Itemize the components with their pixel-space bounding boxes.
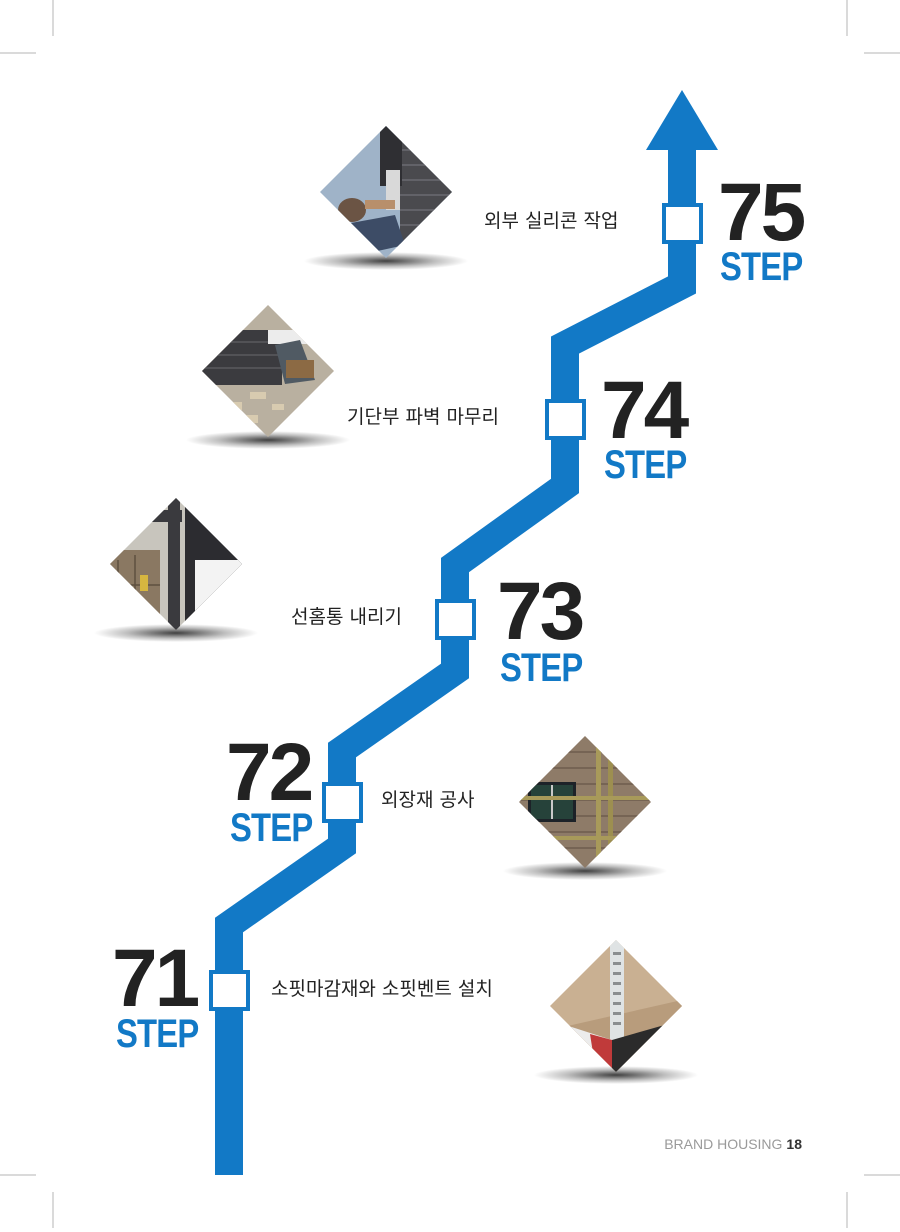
step-label-73: STEP bbox=[500, 646, 583, 690]
step-number-71: 71 bbox=[112, 933, 200, 1024]
step-number-72: 72 bbox=[226, 727, 314, 818]
soffit-vent-photo bbox=[550, 940, 682, 1072]
step-marker-71 bbox=[209, 970, 250, 1011]
arrow-head bbox=[646, 90, 718, 150]
step-label-71: STEP bbox=[116, 1012, 199, 1056]
step-label-74: STEP bbox=[604, 443, 687, 487]
step-label-75: STEP bbox=[720, 245, 803, 289]
step-caption-75: 외부 실리콘 작업 bbox=[484, 210, 619, 232]
silicone-work-photo bbox=[320, 126, 452, 258]
step-number-74: 74 bbox=[601, 365, 689, 456]
step-number-75: 75 bbox=[718, 167, 806, 258]
step-label-72: STEP bbox=[230, 806, 313, 850]
step-number-73: 73 bbox=[497, 566, 585, 657]
downspout-photo bbox=[110, 498, 242, 630]
step-marker-75 bbox=[662, 203, 703, 244]
step-caption-72: 외장재 공사 bbox=[381, 789, 475, 811]
page-number: 18 bbox=[786, 1136, 802, 1152]
step-marker-74 bbox=[545, 399, 586, 440]
step-marker-72 bbox=[322, 782, 363, 823]
footer-brand: BRAND HOUSING bbox=[664, 1136, 783, 1152]
step-caption-71: 소핏마감재와 소핏벤트 설치 bbox=[271, 978, 493, 1000]
step-caption-74: 기단부 파벽 마무리 bbox=[347, 406, 499, 428]
brick-scaffold-photo bbox=[519, 736, 651, 868]
base-brick-photo bbox=[202, 305, 334, 437]
step-marker-73 bbox=[435, 599, 476, 640]
photo-shadows bbox=[94, 252, 698, 1084]
step-caption-73: 선홈통 내리기 bbox=[291, 606, 402, 628]
